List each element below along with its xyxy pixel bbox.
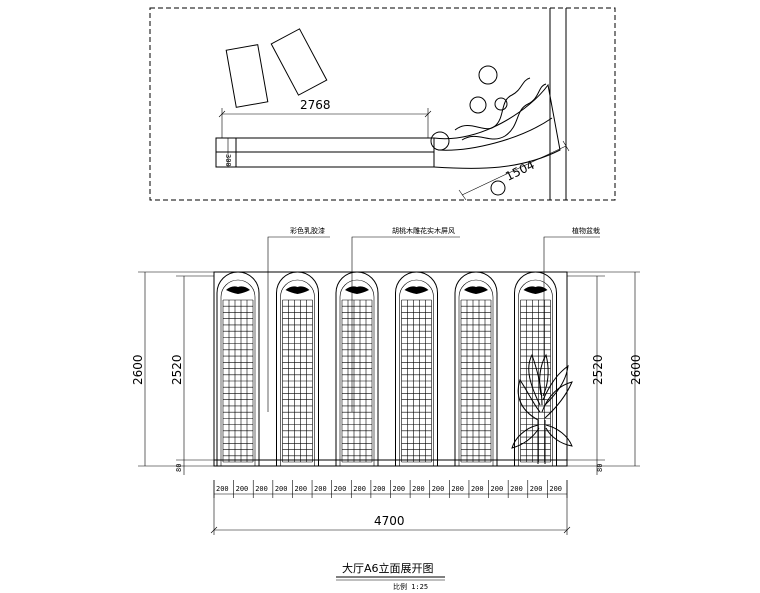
screen-panel-2 bbox=[276, 271, 319, 466]
plan-dim-arc-label: 1504 bbox=[503, 158, 537, 184]
panel-ornament bbox=[404, 286, 429, 294]
callout-paint-label: 彩色乳胶漆 bbox=[290, 226, 325, 235]
plan-table-1 bbox=[225, 44, 269, 108]
segment-dim-label: 200 bbox=[373, 485, 386, 493]
panel-ornament bbox=[464, 286, 488, 294]
plan-dim-width-label: 300 bbox=[224, 154, 232, 167]
total-width-dimension: 4700 bbox=[210, 480, 571, 535]
elevation-wall bbox=[213, 271, 568, 467]
left-dim-inner: 2520 bbox=[170, 354, 184, 385]
callout-screen-label: 胡桃木雕花实木屏风 bbox=[392, 226, 455, 235]
elevation-view: 彩色乳胶漆 胡桃木雕花实木屏风 植物盆栽 2600 2520 80 bbox=[131, 226, 643, 535]
callout-plant: 植物盆栽 bbox=[543, 226, 600, 360]
callout-screen: 胡桃木雕花实木屏风 bbox=[351, 226, 460, 412]
right-dim-base: 80 bbox=[596, 464, 604, 472]
plan-dim-arc: 1504 bbox=[458, 140, 570, 201]
plan-dim-length: 2768 bbox=[218, 98, 432, 138]
segment-dim-label: 200 bbox=[412, 485, 425, 493]
right-dim-inner: 2520 bbox=[591, 354, 605, 385]
segment-dim-label: 200 bbox=[314, 485, 327, 493]
segment-dim-label: 200 bbox=[216, 485, 229, 493]
callout-plant-label: 植物盆栽 bbox=[572, 226, 600, 235]
segment-dim-label: 200 bbox=[393, 485, 406, 493]
segment-dim-label: 200 bbox=[236, 485, 249, 493]
title-scale: 比例 1:25 bbox=[393, 582, 428, 591]
plan-dim-width: 300 bbox=[224, 138, 232, 167]
segment-dim-label: 200 bbox=[549, 485, 562, 493]
plan-dashed-boundary bbox=[149, 7, 616, 201]
drawing-title: 大厅A6立面展开图 比例 1:25 bbox=[336, 561, 445, 591]
panel-ornament bbox=[285, 286, 310, 294]
potted-plant bbox=[511, 353, 573, 464]
callout-paint: 彩色乳胶漆 bbox=[267, 226, 330, 412]
total-width-label: 4700 bbox=[374, 514, 405, 528]
title-main: 大厅A6立面展开图 bbox=[342, 561, 434, 575]
screen-panel-4 bbox=[395, 271, 438, 466]
segment-dim-label: 200 bbox=[255, 485, 268, 493]
right-dim-outer: 2600 bbox=[629, 354, 643, 385]
plan-curved-planter bbox=[433, 83, 561, 169]
plan-table-2 bbox=[270, 28, 328, 96]
segment-dim-label: 200 bbox=[334, 485, 347, 493]
panel-ornament bbox=[345, 286, 369, 294]
plan-wavy-path bbox=[454, 77, 531, 131]
left-dimensions: 2600 2520 80 bbox=[131, 271, 214, 475]
screen-panel-5 bbox=[454, 271, 498, 466]
plan-counter bbox=[215, 137, 435, 168]
screen-panel-3 bbox=[335, 271, 379, 466]
panel-ornament bbox=[523, 286, 548, 294]
plan-view: 2768 300 1504 bbox=[149, 7, 616, 201]
screen-panels bbox=[216, 271, 557, 466]
segment-dim-label: 200 bbox=[353, 485, 366, 493]
plan-dim-length-label: 2768 bbox=[300, 98, 331, 112]
segment-dim-label: 200 bbox=[471, 485, 484, 493]
right-dimensions: 2600 2520 80 bbox=[567, 271, 643, 475]
screen-panel-1 bbox=[216, 271, 260, 466]
segment-dim-label: 200 bbox=[510, 485, 523, 493]
segment-dim-label: 200 bbox=[451, 485, 464, 493]
bottom-segment-dimensions: 200 200 200 200 200 200 200 200 200 200 200 200 200 2… bbox=[213, 480, 568, 498]
segment-dim-label: 200 bbox=[432, 485, 445, 493]
left-dim-base: 80 bbox=[175, 464, 183, 472]
left-dim-outer: 2600 bbox=[131, 354, 145, 385]
segment-dim-label: 200 bbox=[294, 485, 307, 493]
panel-ornament bbox=[226, 286, 250, 294]
screen-panel-6 bbox=[514, 271, 557, 466]
segment-dim-label: 200 bbox=[275, 485, 288, 493]
segment-dim-label: 200 bbox=[530, 485, 543, 493]
segment-dim-label: 200 bbox=[491, 485, 504, 493]
